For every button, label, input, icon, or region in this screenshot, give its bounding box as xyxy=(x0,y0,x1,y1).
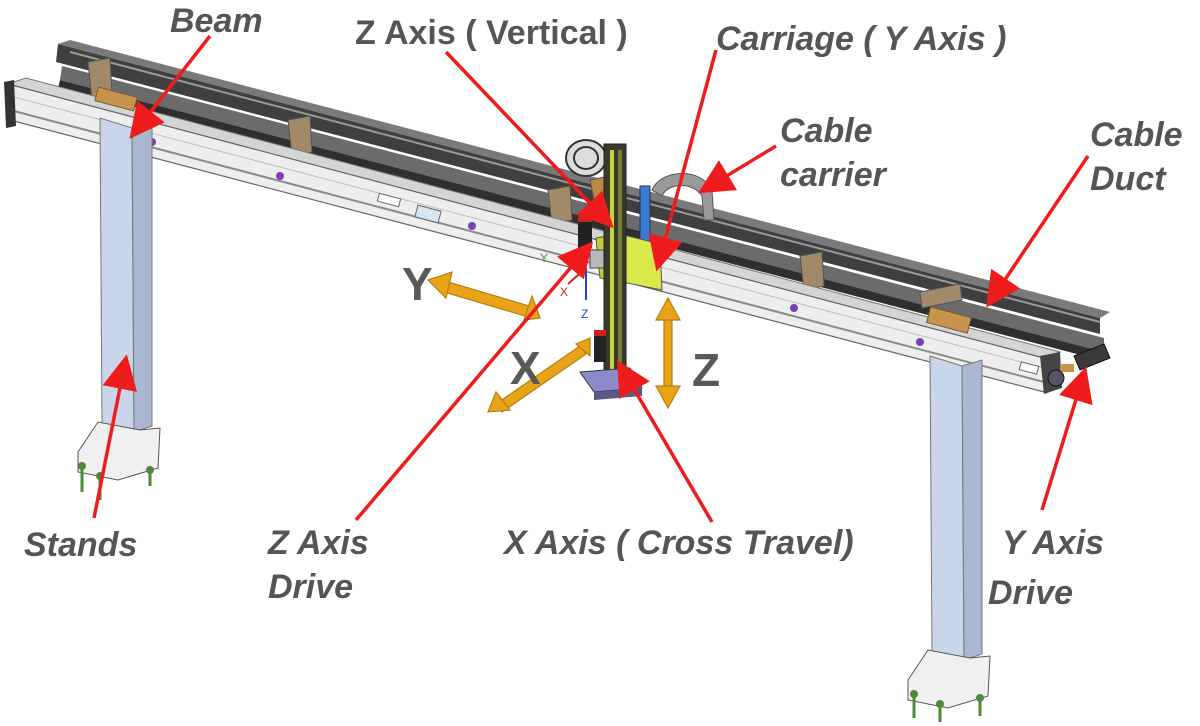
x-motion-arrow xyxy=(487,337,591,413)
y-motion-arrow xyxy=(426,271,541,321)
carriage-callout xyxy=(648,49,718,272)
axis-letter-y: Y xyxy=(402,258,433,310)
stands-callout xyxy=(92,354,138,519)
y-drive-callout xyxy=(1040,366,1093,511)
cross-bracket xyxy=(87,57,963,309)
label-z-drive-line2: Drive xyxy=(268,568,353,606)
z-motion-arrow xyxy=(654,296,682,410)
label-cable-duct-line2: Duct xyxy=(1090,160,1167,198)
label-cable-carrier-line2: carrier xyxy=(780,156,888,194)
mini-triad-x: X xyxy=(560,285,568,299)
cable-carrier-callout xyxy=(698,144,777,194)
beam-callout xyxy=(129,34,212,140)
label-z-axis: Z Axis ( Vertical ) xyxy=(355,14,628,52)
motion-arrows xyxy=(426,271,682,413)
label-stands: Stands xyxy=(24,526,137,564)
label-beam: Beam xyxy=(170,2,263,40)
label-cable-carrier-line1: Cable xyxy=(780,112,873,150)
callout-arrows xyxy=(92,34,1093,523)
label-z-drive-line1: Z Axis xyxy=(267,524,369,562)
z-axis-callout xyxy=(444,50,614,229)
x-axis-callout xyxy=(616,359,714,523)
stand-left xyxy=(77,117,161,500)
label-x-axis: X Axis ( Cross Travel) xyxy=(502,524,854,562)
label-y-drive-line1: Y Axis xyxy=(1002,524,1104,562)
z-drive-callout xyxy=(354,241,594,522)
axis-letter-z: Z xyxy=(692,344,720,396)
axis-letter-x: X xyxy=(510,342,541,394)
main-beam xyxy=(4,77,1062,394)
mini-triad-y: Y xyxy=(540,251,548,265)
label-cable-duct-line1: Cable xyxy=(1090,116,1183,154)
labels: Beam Z Axis ( Vertical ) Carriage ( Y Ax… xyxy=(24,2,1183,612)
label-y-drive-line2: Drive xyxy=(988,574,1073,612)
cable-duct-callout xyxy=(986,155,1090,308)
mini-triad-z: Z xyxy=(581,307,588,321)
label-carriage: Carriage ( Y Axis ) xyxy=(716,20,1006,58)
stand-right xyxy=(907,355,991,722)
